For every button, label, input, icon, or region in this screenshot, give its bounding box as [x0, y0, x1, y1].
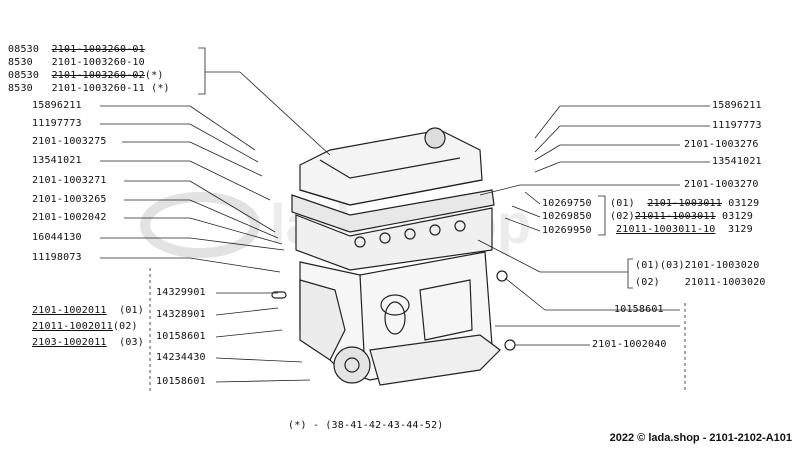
left-label-7: 2101-1002042	[32, 212, 107, 223]
block-variant-1: 2101-1002011 (01)	[32, 305, 144, 316]
left-label-6: 2101-1003265	[32, 194, 107, 205]
left-label-5: 2101-1003271	[32, 175, 107, 186]
tl-row-4: 8530 2101-1003260-11 (*)	[8, 83, 170, 94]
right-label-3: 2101-1003276	[684, 139, 759, 150]
mid-label-3: 10269950	[542, 225, 592, 236]
right-group2-row-1: (01)(03)2101-1003020	[635, 260, 760, 271]
right-label-4: 13541021	[712, 156, 762, 167]
footer-copyright: 2022 © lada.shop - 2101-2102-A101	[609, 432, 792, 444]
right-group-row-1: (01) 2101-1003011 03129	[610, 198, 760, 209]
right-group-row-3: 21011-1003011-10 3129	[616, 224, 753, 235]
left-label-3: 2101-1003275	[32, 136, 107, 147]
mid-label-1: 10269750	[542, 198, 592, 209]
right-label-5: 2101-1003270	[684, 179, 759, 190]
center-label-3: 10158601	[156, 331, 206, 342]
tl-row-1: 08530 2101-1003260-01	[8, 44, 145, 55]
center-label-4: 14234430	[156, 352, 206, 363]
center-label-5: 10158601	[156, 376, 206, 387]
center-label-2: 14328901	[156, 309, 206, 320]
mid-label-2: 10269850	[542, 211, 592, 222]
right-group2-row-2: (02) 21011-1003020	[635, 277, 766, 288]
left-label-1: 15896211	[32, 100, 82, 111]
right-label-2101-1002040: 2101-1002040	[592, 339, 667, 350]
left-label-9: 11198073	[32, 252, 82, 263]
right-label-10158601: 10158601	[614, 304, 664, 315]
tl-row-3: 08530 2101-1003260-02(*)	[8, 70, 164, 81]
right-label-2: 11197773	[712, 120, 762, 131]
tl-row-2: 8530 2101-1003260-10	[8, 57, 145, 68]
block-variant-3: 2103-1002011 (03)	[32, 337, 144, 348]
center-label-1: 14329901	[156, 287, 206, 298]
right-label-1: 15896211	[712, 100, 762, 111]
footnote: (*) - (38-41-42-43-44-52)	[288, 420, 444, 431]
block-variant-2: 21011-1002011(02)	[32, 321, 138, 332]
left-label-4: 13541021	[32, 155, 82, 166]
left-label-8: 16044130	[32, 232, 82, 243]
right-group-row-2: (02)21011-1003011 03129	[610, 211, 754, 222]
left-label-2: 11197773	[32, 118, 82, 129]
